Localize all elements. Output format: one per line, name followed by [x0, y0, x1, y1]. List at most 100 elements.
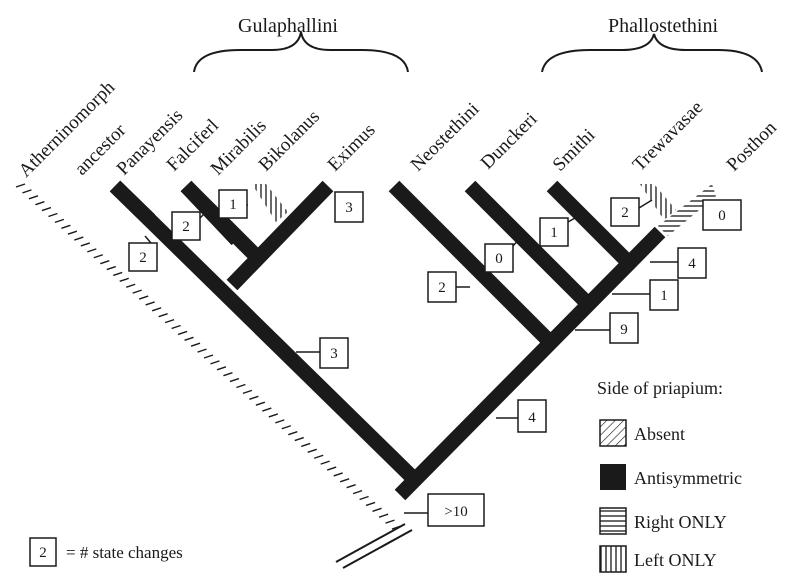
- state-change-boxes: 2 2 1 3 3 2 0 1 2 0 4 1 9 4 >10: [128, 189, 742, 527]
- outgroup-hatch-mark: [249, 395, 259, 400]
- outgroup-hatch-mark: [164, 318, 175, 324]
- outgroup-hatch-mark: [67, 230, 78, 235]
- root-branch: [335, 523, 413, 569]
- outgroup-hatch-mark: [385, 519, 395, 524]
- state-box-value: 0: [495, 251, 503, 267]
- outgroup-hatch-mark: [158, 313, 168, 318]
- outgroup-hatch-mark: [190, 342, 201, 347]
- gulaphallini-brace: [193, 31, 409, 73]
- state-box-value: 0: [718, 208, 726, 224]
- state-box-smithi: 1: [539, 213, 583, 247]
- state-box-trewavasae-posthon-stem: 4: [650, 247, 707, 279]
- neostethini-branch: [388, 180, 559, 351]
- outgroup-hatch-mark: [229, 377, 240, 383]
- outgroup-hatch-mark: [15, 183, 26, 188]
- state-box-value: 2: [438, 280, 446, 296]
- taxon-label-trewavasae: Trewavasae: [629, 97, 708, 176]
- outgroup-hatch-mark: [294, 436, 304, 442]
- state-box-value: 2: [182, 219, 190, 235]
- legend-swatch-antisymmetric: [600, 464, 626, 490]
- taxon-label-ancestor-line1: Atherninomorph: [15, 77, 120, 182]
- legend-title: Side of priapium:: [597, 378, 723, 398]
- key-note-text: = # state changes: [66, 543, 183, 562]
- outgroup-hatch-mark: [113, 271, 123, 277]
- state-box-value: 1: [550, 225, 558, 241]
- outgroup-hatch-mark: [41, 206, 52, 212]
- outgroup-hatch-mark: [275, 419, 285, 424]
- outgroup-hatch-mark: [22, 189, 32, 194]
- state-box-value: 3: [345, 200, 353, 216]
- outgroup-hatch-mark: [125, 283, 136, 288]
- outgroup-hatch-mark: [346, 484, 356, 489]
- outgroup-hatch-mark: [171, 324, 181, 330]
- state-box-value: 4: [528, 410, 536, 426]
- state-box-value: 3: [330, 346, 338, 362]
- outgroup-hatch-mark: [132, 289, 142, 294]
- gulaphallini-stem-branch: [109, 180, 419, 484]
- taxon-label-posthon: Posthon: [723, 117, 782, 176]
- outgroup-hatch-mark: [61, 224, 71, 229]
- state-change-key: 2 = # state changes: [29, 537, 183, 567]
- state-box-phallostethini-stem: 4: [496, 399, 547, 433]
- taxon-label-dunckeri: Dunckeri: [477, 109, 542, 174]
- key-example-box: [29, 537, 57, 567]
- dunckeri-branch: [464, 180, 596, 312]
- state-box-panayensis: 2: [128, 235, 158, 272]
- outgroup-hatch-mark: [138, 295, 149, 300]
- state-box-posthon: 0: [702, 199, 742, 231]
- state-box-smithi-clade-stem: 1: [612, 279, 679, 311]
- state-box-value: >10: [444, 504, 467, 520]
- state-box-value: 2: [139, 250, 147, 266]
- legend-swatch-left-only: [599, 545, 627, 573]
- outgroup-hatch-mark: [119, 277, 129, 283]
- legend: Side of priapium: Absent Antisymmetric R…: [597, 378, 742, 573]
- outgroup-hatch-mark: [242, 389, 253, 395]
- outgroup-hatch-mark: [281, 425, 292, 430]
- trewavasae-left-only-branch: [640, 184, 676, 220]
- state-box-mirabilis: 1: [218, 189, 248, 219]
- outgroup-hatch-mark: [35, 201, 45, 206]
- key-example-value: 2: [39, 545, 47, 561]
- outgroup-hatch-mark: [255, 401, 266, 406]
- outgroup-hatch-mark: [359, 495, 369, 501]
- outgroup-hatch-mark: [365, 501, 376, 507]
- state-box-trewavasae: 2: [610, 197, 653, 227]
- outgroup-hatch-mark: [106, 265, 116, 271]
- taxon-label-smithi: Smithi: [549, 125, 600, 176]
- outgroup-hatch-mark: [100, 259, 110, 265]
- state-box-value: 2: [621, 205, 629, 221]
- taxon-label-eximus: Eximus: [324, 120, 380, 176]
- legend-label-left-only: Left ONLY: [634, 550, 717, 570]
- outgroup-branch: [15, 183, 402, 530]
- outgroup-hatch-mark: [80, 242, 91, 247]
- outgroup-hatch-mark: [216, 366, 227, 371]
- legend-swatch-absent: [599, 419, 627, 447]
- eximus-branch: [226, 180, 334, 291]
- outgroup-hatch-mark: [151, 307, 162, 312]
- smithi-branch: [546, 180, 634, 268]
- state-box-value: 1: [660, 288, 668, 304]
- outgroup-hatch-mark: [301, 442, 311, 448]
- legend-swatch-right-only: [599, 507, 627, 535]
- outgroup-hatch-mark: [372, 507, 382, 512]
- state-box-dunckeri-clade-stem: 9: [575, 312, 639, 344]
- state-box-gulaphallini-stem: 3: [296, 337, 349, 369]
- outgroup-hatch-mark: [339, 478, 350, 483]
- outgroup-hatch-mark: [333, 472, 343, 477]
- state-box-value: 9: [620, 322, 628, 338]
- group-label-gulaphallini: Gulaphallini: [238, 15, 338, 37]
- legend-label-antisymmetric: Antisymmetric: [634, 468, 742, 488]
- outgroup-hatch-mark: [313, 454, 324, 459]
- bikolanus-left-only-branch: [252, 184, 288, 222]
- state-box-neostethini: 2: [427, 271, 470, 303]
- outgroup-hatch-mark: [236, 383, 246, 389]
- outgroup-hatch-mark: [28, 195, 39, 200]
- legend-label-absent: Absent: [634, 424, 685, 444]
- outgroup-hatch-mark: [87, 248, 97, 253]
- taxon-label-bikolanus: Bikolanus: [255, 106, 324, 175]
- outgroup-hatch-mark: [262, 407, 272, 412]
- outgroup-hatch-mark: [145, 301, 155, 306]
- taxon-label-neostethini: Neostethini: [407, 99, 484, 176]
- outgroup-hatch-mark: [326, 466, 337, 471]
- outgroup-hatch-mark: [93, 254, 104, 259]
